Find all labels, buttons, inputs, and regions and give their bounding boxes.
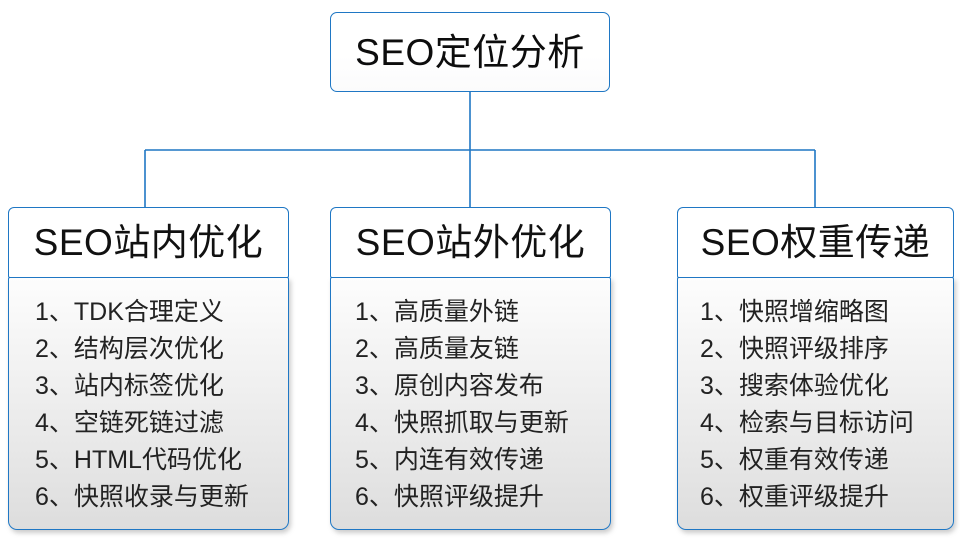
branch-list-weight-transfer: 1、快照增缩略图 2、快照评级排序 3、搜索体验优化 4、检索与目标访问 5、权… [678, 294, 953, 516]
list-item: 5、权重有效传递 [700, 446, 889, 474]
branch-header-onsite[interactable]: SEO站内优化 [8, 207, 289, 278]
root-node-label: SEO定位分析 [355, 31, 585, 73]
list-item: 5、HTML代码优化 [35, 446, 242, 474]
list-item: 2、高质量友链 [355, 335, 519, 363]
list-item: 1、TDK合理定义 [35, 298, 224, 326]
list-item: 4、检索与目标访问 [700, 409, 914, 437]
branch-list-offsite: 1、高质量外链 2、高质量友链 3、原创内容发布 4、快照抓取与更新 5、内连有… [331, 294, 610, 516]
branch-body-weight-transfer: 1、快照增缩略图 2、快照评级排序 3、搜索体验优化 4、检索与目标访问 5、权… [677, 277, 954, 530]
list-item: 2、快照评级排序 [700, 335, 889, 363]
list-item: 2、结构层次优化 [35, 335, 224, 363]
branch-header-weight-transfer[interactable]: SEO权重传递 [677, 207, 954, 278]
list-item: 5、内连有效传递 [355, 446, 544, 474]
list-item: 6、权重评级提升 [700, 483, 889, 511]
branch-column-weight-transfer: SEO权重传递 1、快照增缩略图 2、快照评级排序 3、搜索体验优化 4、检索与… [677, 207, 954, 530]
branch-column-offsite: SEO站外优化 1、高质量外链 2、高质量友链 3、原创内容发布 4、快照抓取与… [330, 207, 611, 530]
branch-column-onsite: SEO站内优化 1、TDK合理定义 2、结构层次优化 3、站内标签优化 4、空链… [8, 207, 289, 530]
list-item: 3、原创内容发布 [355, 372, 544, 400]
branch-header-label: SEO站内优化 [33, 222, 264, 263]
list-item: 3、站内标签优化 [35, 372, 224, 400]
branch-list-onsite: 1、TDK合理定义 2、结构层次优化 3、站内标签优化 4、空链死链过滤 5、H… [9, 294, 288, 516]
list-item: 6、快照评级提升 [355, 483, 544, 511]
branch-header-offsite[interactable]: SEO站外优化 [330, 207, 611, 278]
list-item: 3、搜索体验优化 [700, 372, 889, 400]
root-node-seo-positioning-analysis[interactable]: SEO定位分析 [330, 12, 610, 92]
list-item: 1、快照增缩略图 [700, 298, 889, 326]
branch-header-label: SEO站外优化 [355, 222, 586, 263]
branch-body-onsite: 1、TDK合理定义 2、结构层次优化 3、站内标签优化 4、空链死链过滤 5、H… [8, 277, 289, 530]
list-item: 1、高质量外链 [355, 298, 519, 326]
branch-body-offsite: 1、高质量外链 2、高质量友链 3、原创内容发布 4、快照抓取与更新 5、内连有… [330, 277, 611, 530]
list-item: 4、快照抓取与更新 [355, 409, 569, 437]
list-item: 6、快照收录与更新 [35, 483, 249, 511]
branch-header-label: SEO权重传递 [700, 222, 931, 263]
list-item: 4、空链死链过滤 [35, 409, 224, 437]
